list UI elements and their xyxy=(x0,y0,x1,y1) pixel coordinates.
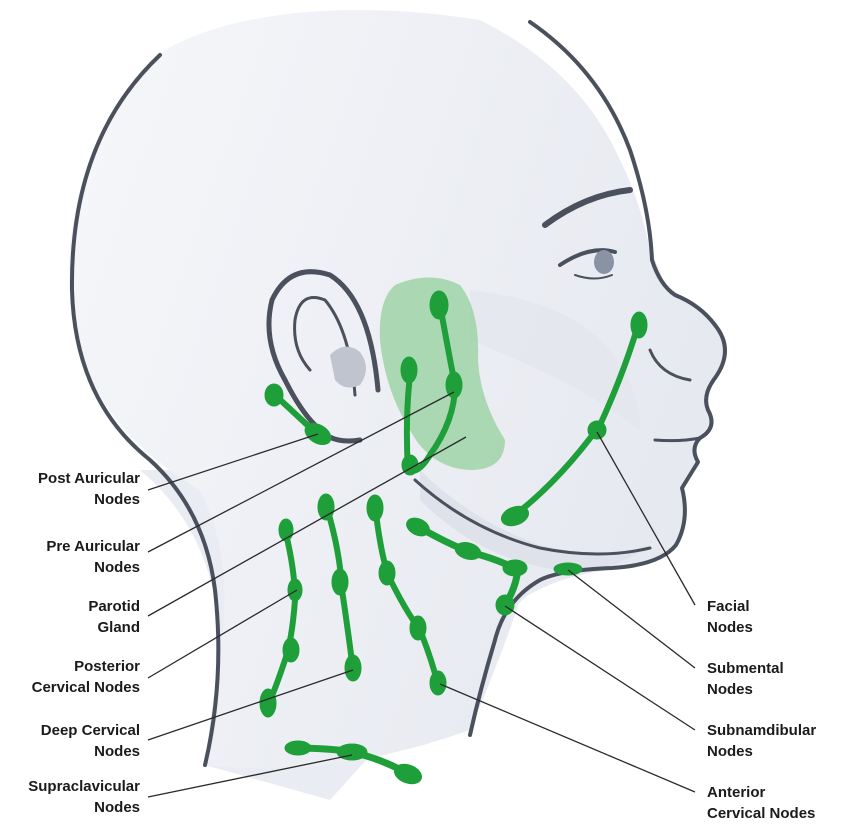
label-anterior-cervical-nodes: Anterior Cervical Nodes xyxy=(707,782,815,824)
label-line: Nodes xyxy=(41,741,140,762)
label-line: Pre Auricular xyxy=(46,536,140,557)
label-line: Facial xyxy=(707,596,753,617)
label-posterior-cervical-nodes: Posterior Cervical Nodes xyxy=(32,656,140,698)
label-parotid-gland: Parotid Gland xyxy=(88,596,140,638)
label-line: Nodes xyxy=(707,617,753,638)
label-line: Deep Cervical xyxy=(41,720,140,741)
label-line: Nodes xyxy=(707,679,784,700)
label-line: Submental xyxy=(707,658,784,679)
label-line: Anterior xyxy=(707,782,815,803)
label-line: Subnamdibular xyxy=(707,720,816,741)
label-line: Nodes xyxy=(28,797,140,818)
label-post-auricular-nodes: Post Auricular Nodes xyxy=(38,468,140,510)
submental-nodes xyxy=(554,563,582,575)
leader-submandibular xyxy=(505,606,695,730)
leader-submental xyxy=(568,570,695,668)
label-deep-cervical-nodes: Deep Cervical Nodes xyxy=(41,720,140,762)
label-line: Parotid xyxy=(88,596,140,617)
label-facial-nodes: Facial Nodes xyxy=(707,596,753,638)
label-pre-auricular-nodes: Pre Auricular Nodes xyxy=(46,536,140,578)
label-line: Cervical Nodes xyxy=(707,803,815,824)
eye xyxy=(594,250,614,274)
label-line: Gland xyxy=(88,617,140,638)
label-supraclavicular-nodes: Supraclavicular Nodes xyxy=(28,776,140,818)
label-line: Post Auricular xyxy=(38,468,140,489)
label-line: Supraclavicular xyxy=(28,776,140,797)
label-line: Nodes xyxy=(46,557,140,578)
label-line: Cervical Nodes xyxy=(32,677,140,698)
label-submental-nodes: Submental Nodes xyxy=(707,658,784,700)
label-submandibular-nodes: Subnamdibular Nodes xyxy=(707,720,816,762)
label-line: Posterior xyxy=(32,656,140,677)
label-line: Nodes xyxy=(707,741,816,762)
label-line: Nodes xyxy=(38,489,140,510)
leader-anterior-cervical xyxy=(440,684,695,792)
